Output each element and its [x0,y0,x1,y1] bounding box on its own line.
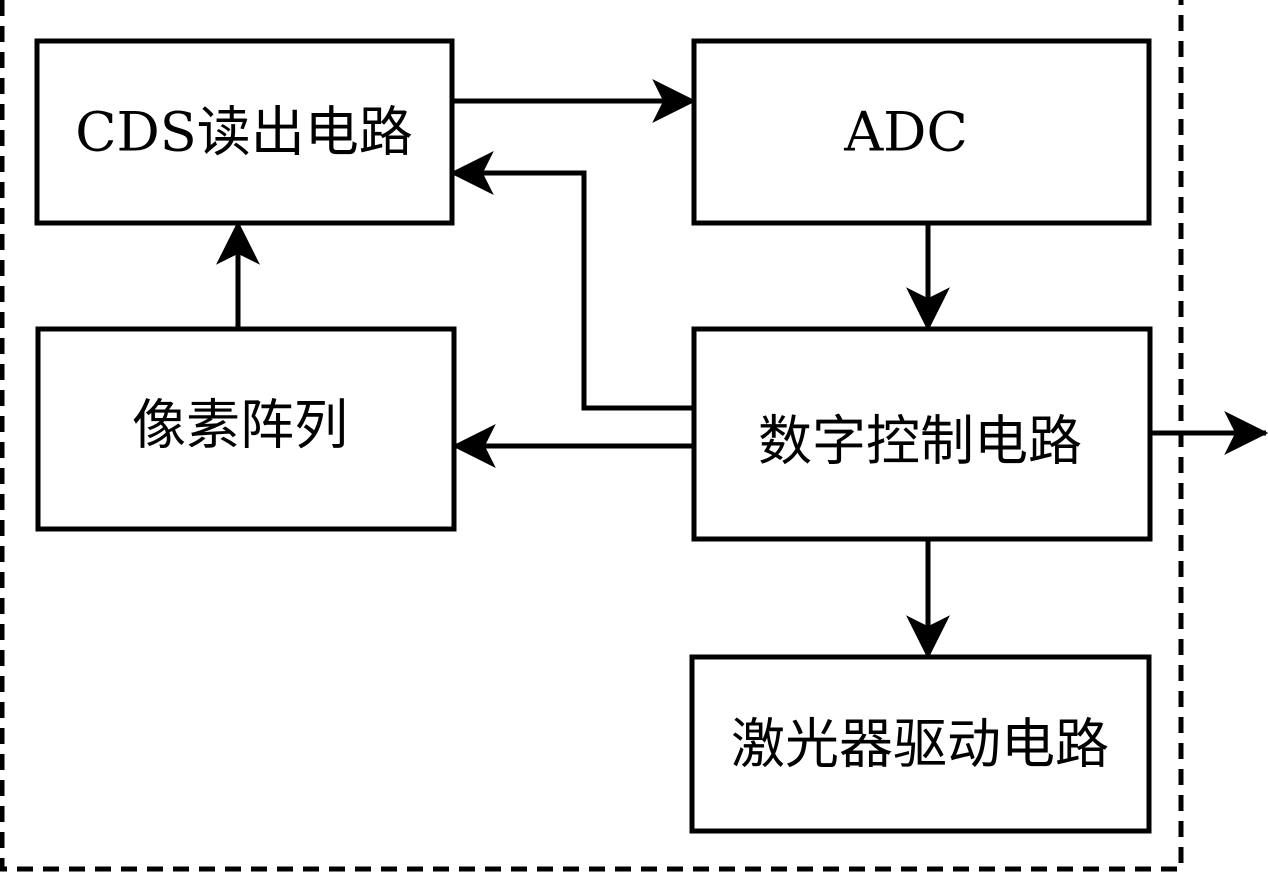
laser-driver-block: 激光器驱动电路 [689,654,1152,834]
pixel-array-label: 像素阵列 [132,394,348,457]
laser-driver-label: 激光器驱动电路 [731,713,1109,776]
digital-control-block: 数字控制电路 [691,326,1153,542]
cds-readout-block: CDS读出电路 [34,38,455,226]
pixel-array-block: 像素阵列 [35,326,457,532]
digital-control-label: 数字控制电路 [758,410,1082,473]
adc-label: ADC [843,101,968,164]
arrow-digital-to-cds [449,151,694,411]
cds-readout-label: CDS读出电路 [75,101,413,164]
adc-block: ADC [691,38,1152,226]
